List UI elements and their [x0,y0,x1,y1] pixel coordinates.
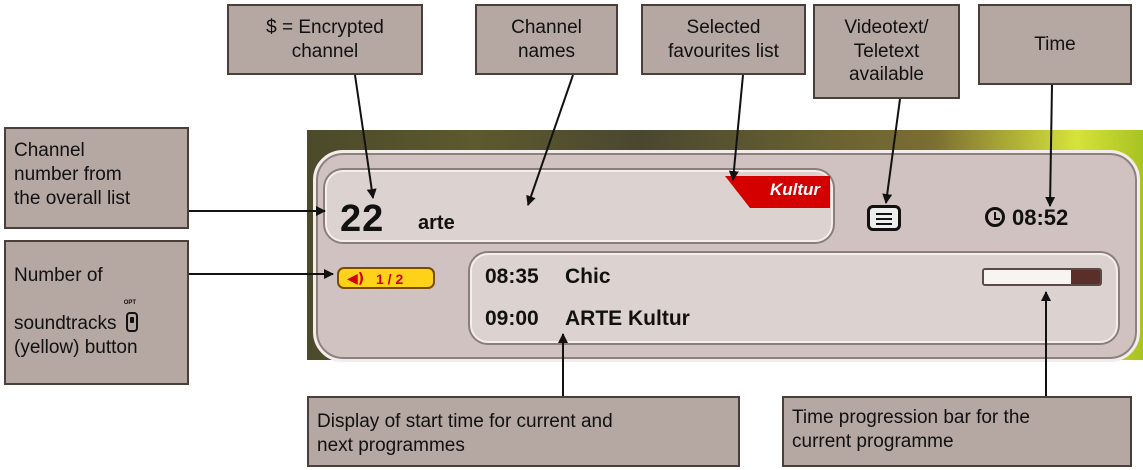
clock-icon [985,207,1005,227]
audio-tracks-badge: ◀) 1 / 2 [337,267,435,289]
next-programme: 09:00 ARTE Kultur [485,307,690,331]
favourites-label: Kultur [769,180,820,199]
audio-tracks-count: 1 / 2 [376,271,404,287]
current-programme: 08:35 Chic [485,265,611,289]
callout-soundtracks: Number of soundtracks OPT (yellow) butto… [4,240,189,385]
next-programme-title: ARTE Kultur [565,307,690,330]
channel-name: arte [418,212,455,234]
current-programme-title: Chic [565,265,611,288]
current-programme-time: 08:35 [485,265,539,288]
callout-time: Time [978,4,1132,85]
time-display: 08:52 [1012,205,1069,230]
channel-number: 22 [340,198,385,240]
next-programme-time: 09:00 [485,307,539,330]
teletext-icon [867,205,901,231]
progress-bar-remaining [1071,270,1100,284]
opt-button-icon: OPT [124,300,138,332]
progress-bar-fill [984,270,1071,284]
progress-bar [982,268,1102,286]
speaker-icon: ◀) [347,271,365,287]
